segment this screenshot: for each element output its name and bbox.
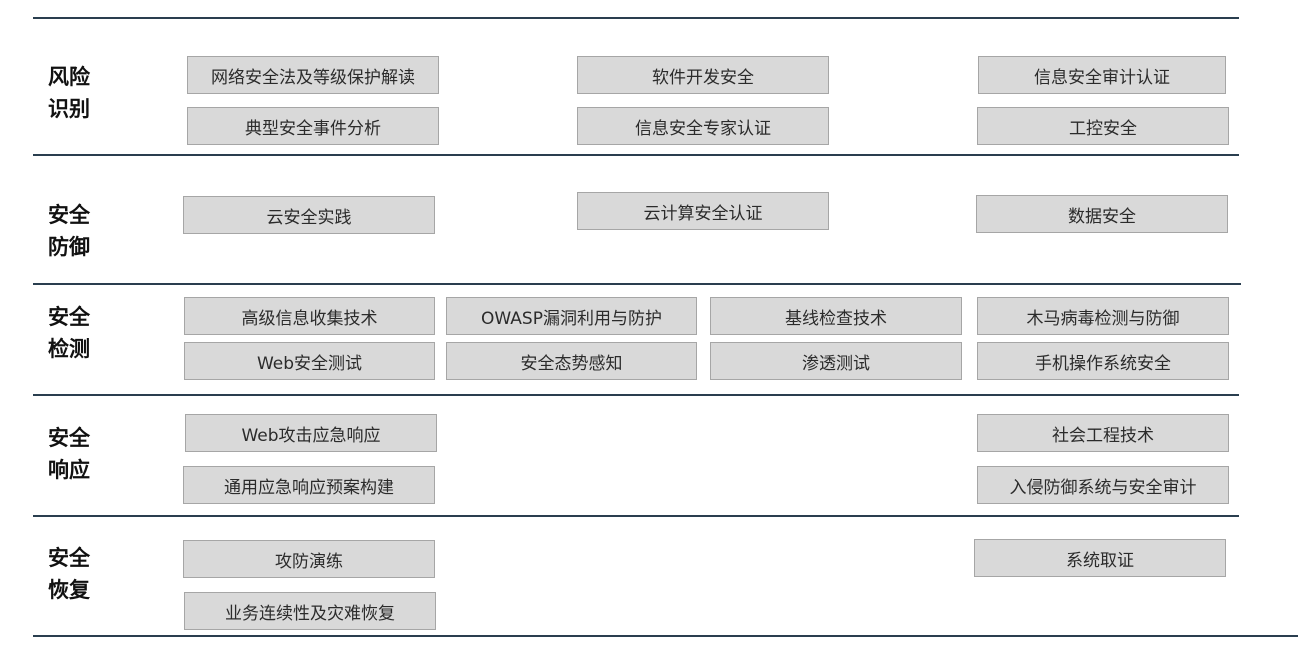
category-label-line1: 风险: [48, 65, 90, 89]
divider-defense-detect: [33, 283, 1241, 285]
category-label-line1: 安全: [48, 426, 90, 450]
item-info-gathering: 高级信息收集技术: [184, 297, 435, 335]
item-business-continuity: 业务连续性及灾难恢复: [184, 592, 436, 630]
item-web-attack-response: Web攻击应急响应: [185, 414, 437, 452]
divider-bottom: [33, 635, 1298, 637]
item-data-security: 数据安全: [976, 195, 1228, 233]
category-security-response: 安全 响应: [48, 422, 108, 486]
item-software-dev-security: 软件开发安全: [577, 56, 829, 94]
category-label-line2: 恢复: [48, 578, 90, 602]
item-situational-awareness: 安全态势感知: [446, 342, 697, 380]
category-security-defense: 安全 防御: [48, 199, 108, 263]
item-security-expert-cert: 信息安全专家认证: [577, 107, 829, 145]
item-baseline-check: 基线检查技术: [710, 297, 962, 335]
item-cloud-security-practice: 云安全实践: [183, 196, 435, 234]
item-cloud-computing-cert: 云计算安全认证: [577, 192, 829, 230]
item-web-security-testing: Web安全测试: [184, 342, 435, 380]
category-label-line2: 响应: [48, 458, 90, 482]
item-cyber-law-interpretation: 网络安全法及等级保护解读: [187, 56, 439, 94]
category-label-line1: 安全: [48, 546, 90, 570]
divider-respond-recover: [33, 515, 1239, 517]
item-security-audit-cert: 信息安全审计认证: [978, 56, 1226, 94]
category-label-line2: 防御: [48, 235, 90, 259]
item-attack-defense-drill: 攻防演练: [183, 540, 435, 578]
category-security-detection: 安全 检测: [48, 301, 108, 365]
item-malware-detection: 木马病毒检测与防御: [977, 297, 1229, 335]
category-security-recovery: 安全 恢复: [48, 542, 108, 606]
item-owasp: OWASP漏洞利用与防护: [446, 297, 697, 335]
category-label-line2: 检测: [48, 337, 90, 361]
category-label-line2: 识别: [48, 97, 90, 121]
divider-detect-respond: [33, 394, 1239, 396]
item-ics-security: 工控安全: [977, 107, 1229, 145]
divider-top: [33, 17, 1239, 19]
category-label-line1: 安全: [48, 203, 90, 227]
divider-risk-defense: [33, 154, 1239, 156]
item-system-forensics: 系统取证: [974, 539, 1226, 577]
item-social-engineering: 社会工程技术: [977, 414, 1229, 452]
item-typical-incident-analysis: 典型安全事件分析: [187, 107, 439, 145]
category-label-line1: 安全: [48, 305, 90, 329]
item-ips-audit: 入侵防御系统与安全审计: [977, 466, 1229, 504]
category-risk-identification: 风险 识别: [48, 61, 108, 125]
item-mobile-os-security: 手机操作系统安全: [977, 342, 1229, 380]
item-penetration-testing: 渗透测试: [710, 342, 962, 380]
item-emergency-plan: 通用应急响应预案构建: [183, 466, 435, 504]
